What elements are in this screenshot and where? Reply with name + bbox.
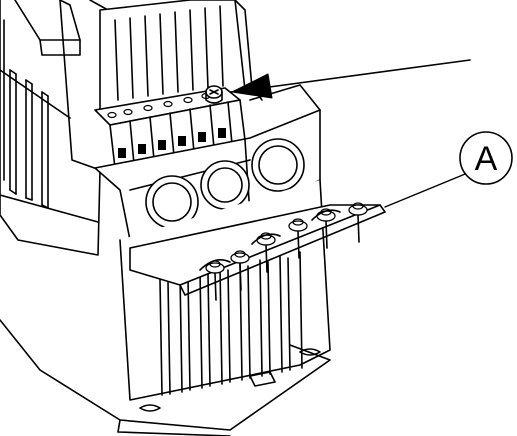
ribbed-back-plate <box>99 0 253 111</box>
clamp-plate <box>129 202 386 301</box>
terminal-block <box>94 85 246 169</box>
callout-arrow <box>231 59 471 99</box>
cable-grommet <box>145 138 305 229</box>
callout-a: A <box>384 131 513 208</box>
upper-housing <box>0 0 111 256</box>
callout-label: A <box>475 140 498 178</box>
